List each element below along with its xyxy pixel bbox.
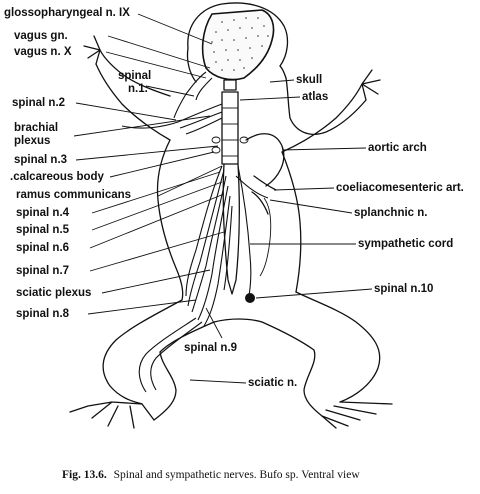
label-spinal-n1-line2: n.1.	[128, 83, 148, 95]
label-spinal-n9: spinal n.9	[184, 342, 237, 354]
left-labels: glossopharyngeal n. IX vagus gn. vagus n…	[4, 7, 297, 389]
label-vagus-n: vagus n. X	[14, 46, 72, 58]
label-spinal-n3: spinal n.3	[14, 154, 67, 166]
label-sciatic-plexus: sciatic plexus	[16, 287, 91, 299]
svg-text:Fig. 13.6. Spinal and sy: Fig. 13.6. Spinal and sympathetic nerves…	[62, 469, 360, 481]
label-spinal-n1-line1: spinal	[118, 70, 151, 82]
vertebral-column	[221, 79, 240, 295]
label-vagus-gn: vagus gn.	[14, 30, 68, 42]
aortic-structures	[245, 133, 285, 277]
label-spinal-n2: spinal n.2	[12, 97, 65, 109]
figure-caption: Fig. 13.6. Spinal and sympathetic nerves…	[62, 469, 360, 481]
label-aortic-arch: aortic arch	[368, 142, 427, 154]
label-brachial-line1: brachial	[14, 122, 58, 134]
label-spinal-n8: spinal n.8	[16, 308, 70, 320]
right-labels: skull atlas aortic arch coeliacomesenter…	[296, 74, 464, 295]
label-sympathetic-cord: sympathetic cord	[358, 238, 453, 250]
leader-lines	[73, 13, 373, 384]
label-sciatic-n: sciatic n.	[248, 377, 297, 389]
label-spinal-n5: spinal n.5	[16, 224, 70, 236]
caption-text: Spinal and sympathetic nerves. Bufo sp. …	[114, 469, 361, 481]
skull-shape	[201, 9, 275, 81]
label-atlas: atlas	[302, 91, 328, 103]
label-coeliacomesenteric: coeliacomesenteric art.	[336, 182, 464, 194]
label-spinal-n10: spinal n.10	[374, 283, 433, 295]
label-calcareous-body: .calcareous body	[10, 171, 105, 183]
label-brachial-line2: plexus	[14, 135, 50, 147]
frog-body-outline	[69, 2, 393, 429]
label-glossopharyngeal: glossopharyngeal n. IX	[4, 7, 130, 19]
label-spinal-n4: spinal n.4	[16, 207, 70, 219]
label-ramus-communicans: ramus communicans	[16, 189, 131, 201]
caption-label: Fig. 13.6.	[62, 469, 107, 481]
label-skull: skull	[296, 74, 322, 86]
label-splanchnic: splanchnic n.	[354, 207, 428, 219]
label-spinal-n6: spinal n.6	[16, 242, 69, 254]
label-spinal-n7: spinal n.7	[16, 265, 69, 277]
